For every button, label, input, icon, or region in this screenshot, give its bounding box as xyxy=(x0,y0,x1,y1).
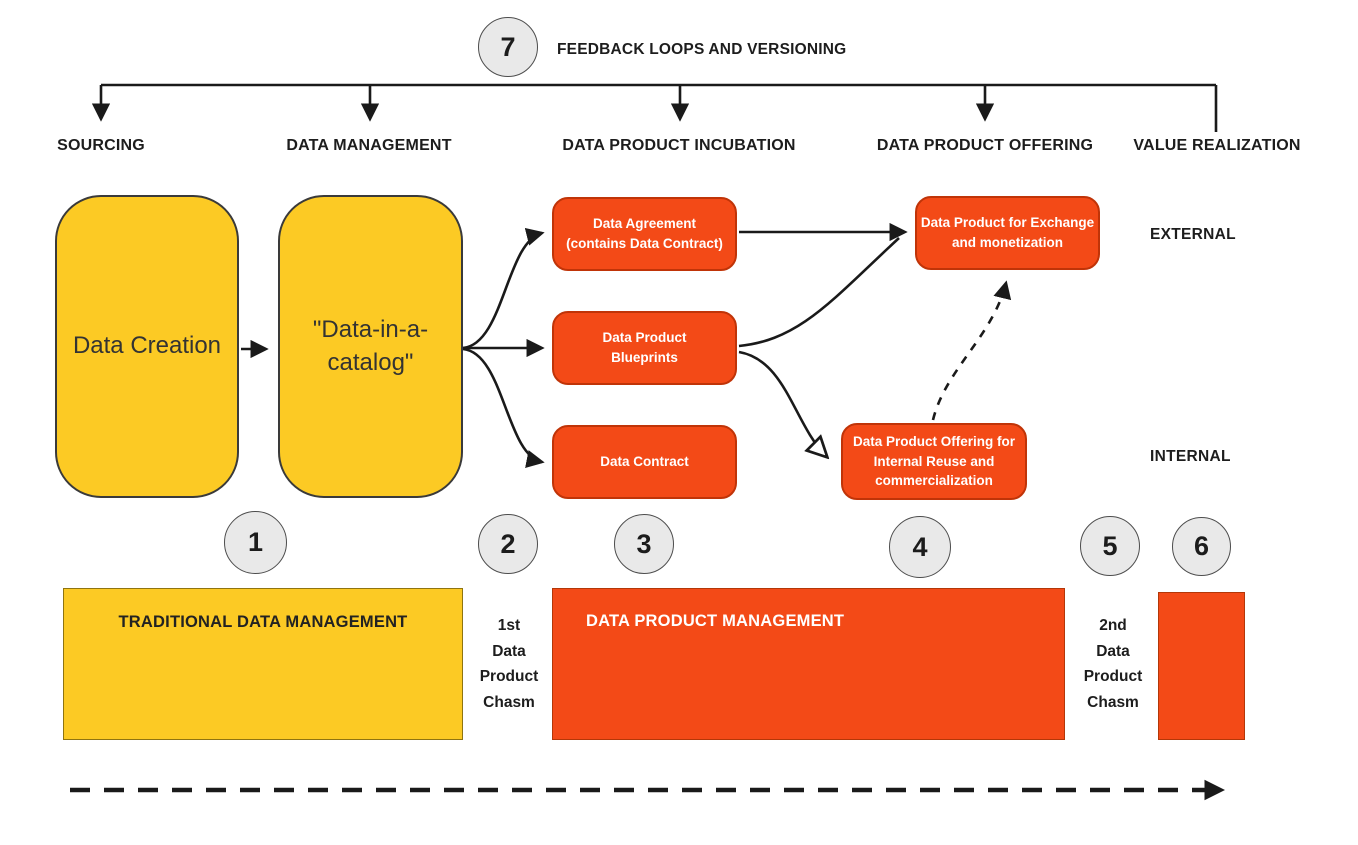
box-data-product-blueprints: Data Product Blueprints xyxy=(552,311,737,385)
stage-value-realization: VALUE REALIZATION xyxy=(1133,137,1301,154)
milestone-5-number: 5 xyxy=(1102,530,1118,561)
feedback-number-badge: 7 xyxy=(478,17,538,77)
milestone-4-number: 4 xyxy=(912,531,928,562)
label-first-data-product-chasm: 1st Data Product Chasm xyxy=(479,617,539,711)
box-data-agreement: Data Agreement (contains Data Contract) xyxy=(552,197,737,271)
milestone-6: 6 xyxy=(1172,517,1231,576)
box-data-contract: Data Contract xyxy=(552,425,737,499)
band-data-product-management: DATA PRODUCT MANAGEMENT xyxy=(552,588,1065,740)
band-traditional-data-management: TRADITIONAL DATA MANAGEMENT xyxy=(63,588,463,740)
label-second-data-product-chasm: 2nd Data Product Chasm xyxy=(1083,617,1143,711)
stage-data-product-incubation: DATA PRODUCT INCUBATION xyxy=(562,137,796,154)
zone-external: EXTERNAL xyxy=(1150,226,1236,243)
feedback-rail xyxy=(91,83,1218,132)
box-data-product-internal-offering: Data Product Offering for Internal Reuse… xyxy=(841,423,1027,500)
feedback-number: 7 xyxy=(500,31,516,62)
arrow-catalog-to-agreement xyxy=(462,227,545,350)
arrow-internal-to-exchange-dashed xyxy=(931,280,1012,421)
arrow-blueprints-to-exchange xyxy=(738,237,900,348)
band-traditional-label: TRADITIONAL DATA MANAGEMENT xyxy=(118,613,408,631)
milestone-1: 1 xyxy=(224,511,287,574)
milestone-6-number: 6 xyxy=(1193,531,1210,561)
stage-sourcing: SOURCING xyxy=(57,137,145,154)
stage-data-product-offering: DATA PRODUCT OFFERING xyxy=(876,137,1094,154)
band-value-realization-bar xyxy=(1158,592,1245,740)
milestone-2: 2 xyxy=(478,514,538,574)
arrow-catalog-to-contract xyxy=(462,347,545,468)
arrow-blueprints-to-internal xyxy=(738,350,826,456)
band-product-label: DATA PRODUCT MANAGEMENT xyxy=(586,612,845,630)
milestone-3: 3 xyxy=(614,514,674,574)
box-data-in-a-catalog: "Data-in-a- catalog" xyxy=(278,195,463,498)
milestone-5: 5 xyxy=(1080,516,1140,576)
milestone-2-number: 2 xyxy=(500,528,516,559)
stage-data-management: DATA MANAGEMENT xyxy=(286,137,452,154)
milestone-1-number: 1 xyxy=(247,527,264,557)
box-data-creation: Data Creation xyxy=(55,195,239,498)
feedback-label: FEEDBACK LOOPS AND VERSIONING xyxy=(557,41,847,58)
zone-internal: INTERNAL xyxy=(1150,448,1231,465)
milestone-3-number: 3 xyxy=(636,528,652,559)
box-data-product-exchange: Data Product for Exchange and monetizati… xyxy=(915,196,1100,270)
milestone-4: 4 xyxy=(889,516,951,578)
